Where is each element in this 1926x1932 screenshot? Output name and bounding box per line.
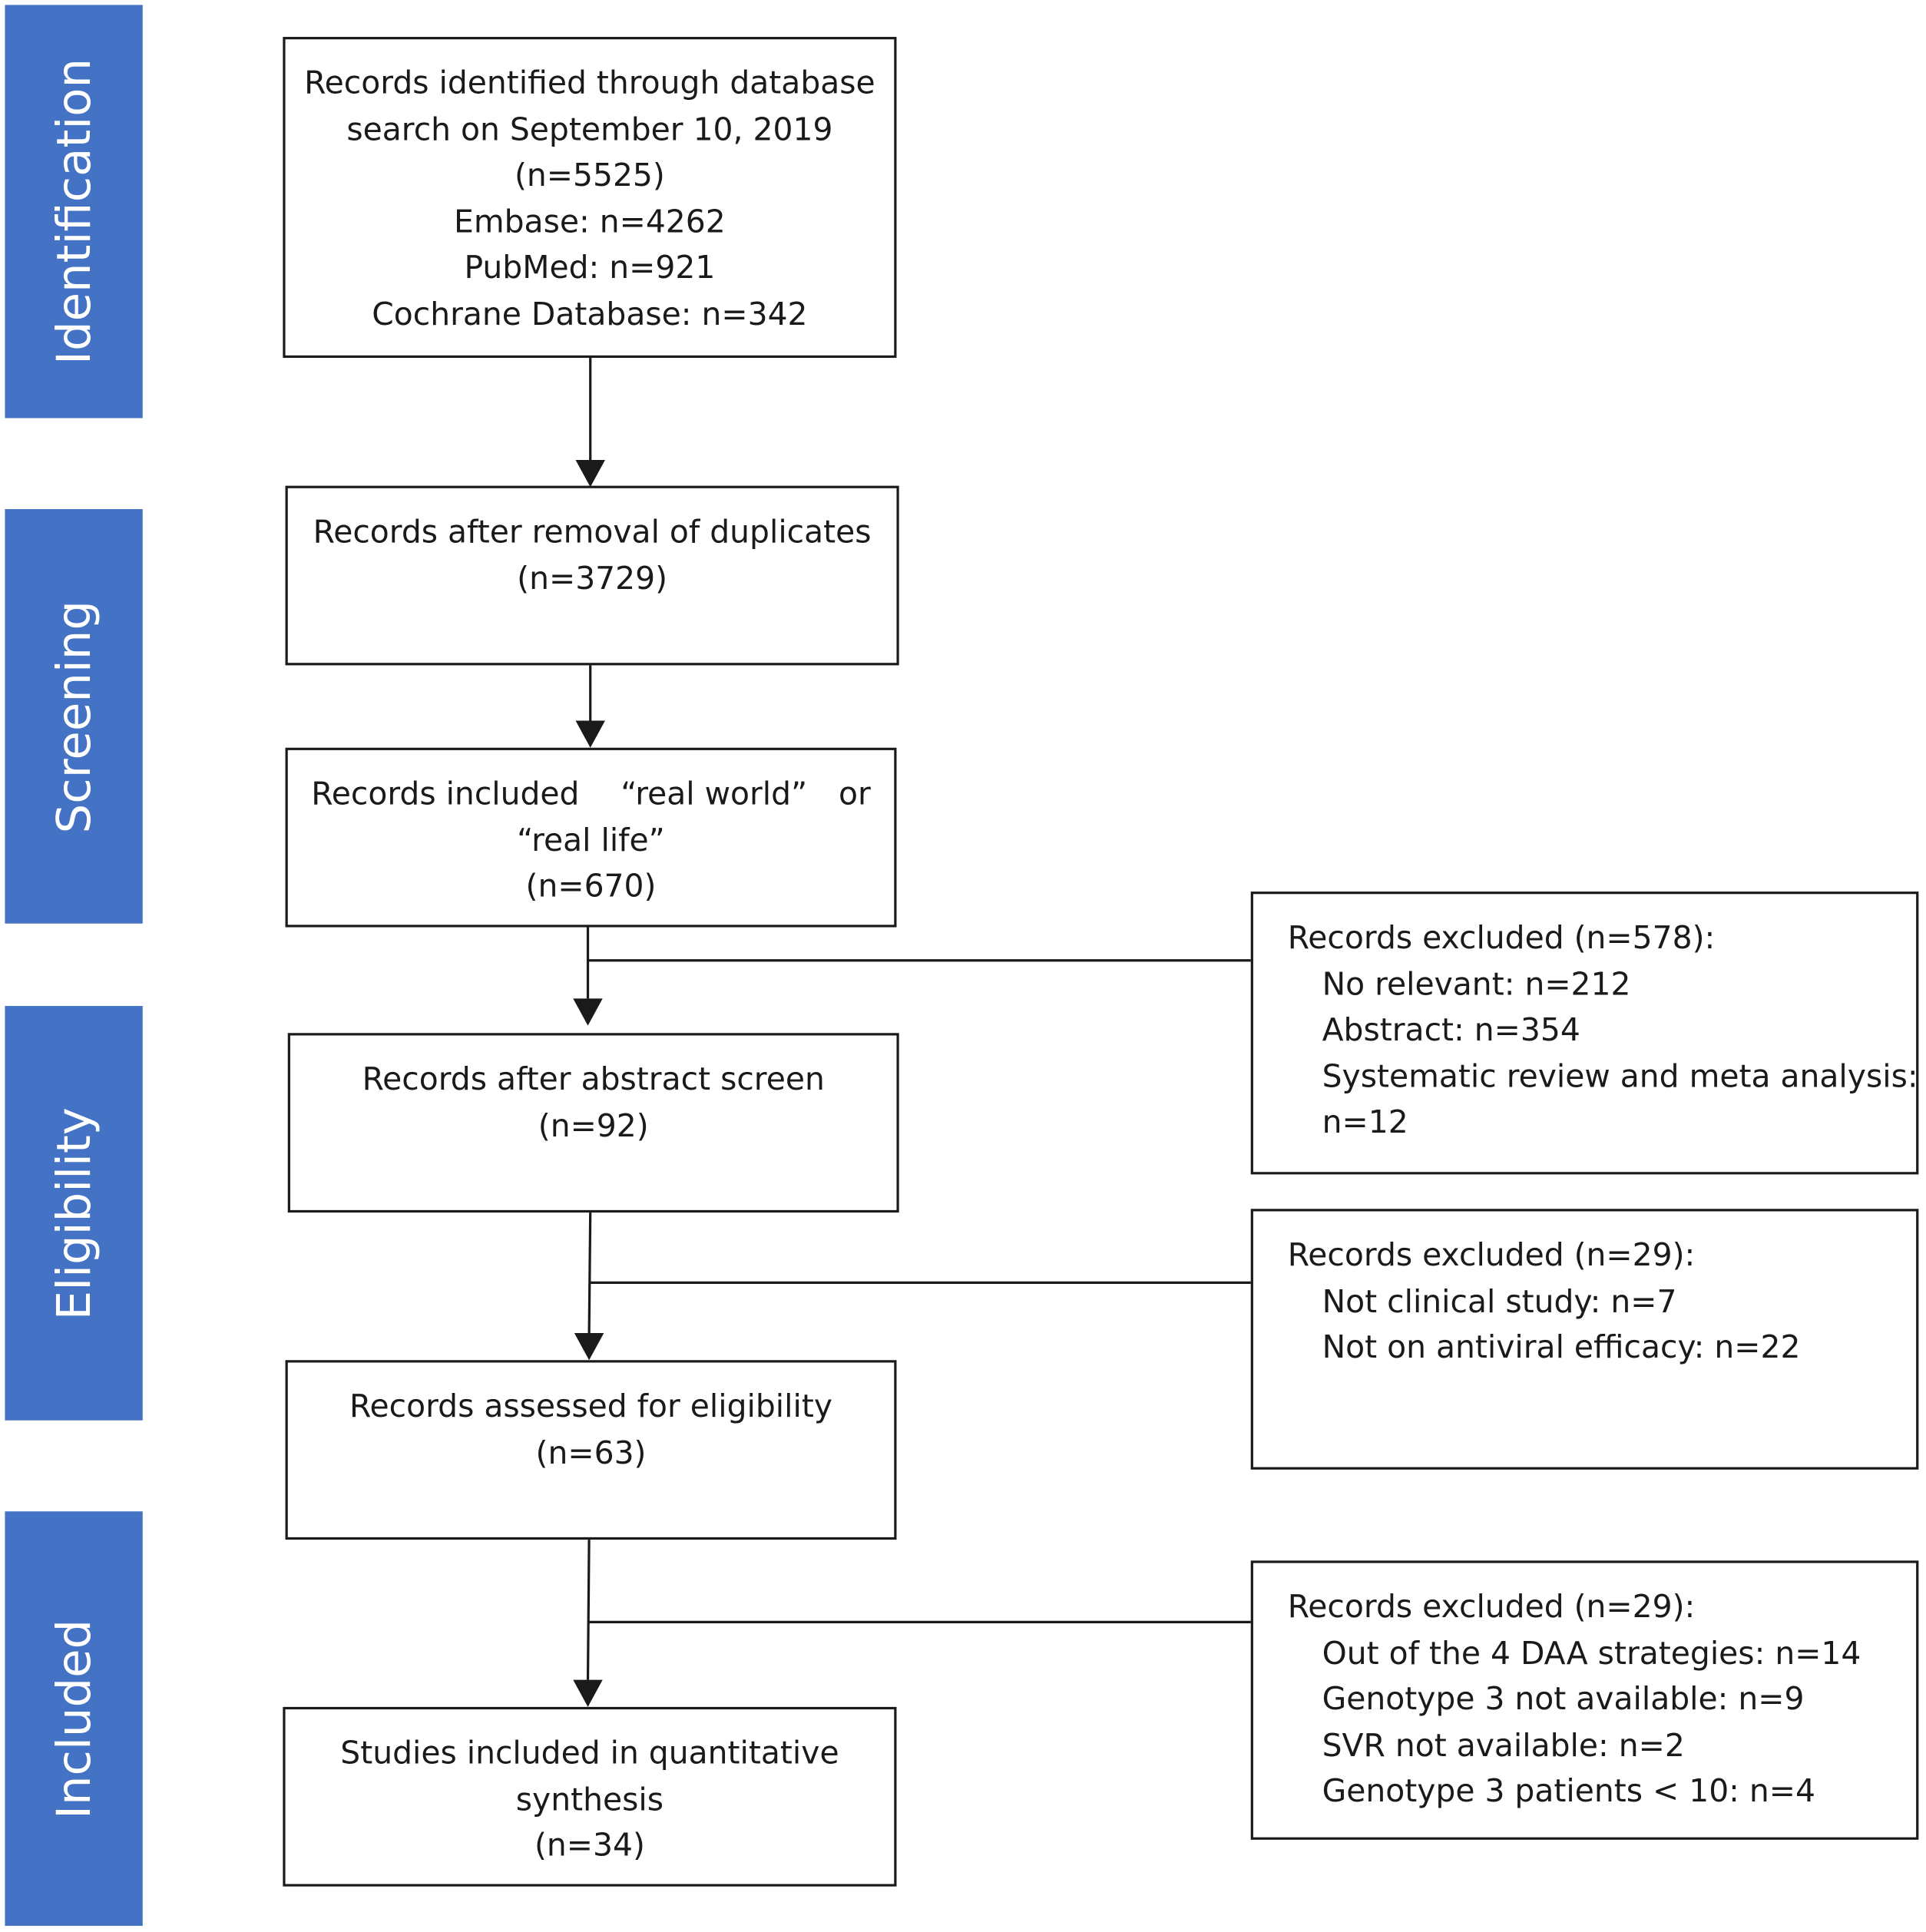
abstract-line-2: (n=92) — [538, 1107, 649, 1145]
excluded-1-item: n=12 — [1322, 1104, 1408, 1142]
included-line-3: (n=34) — [534, 1827, 645, 1864]
excluded-1-item: No relevant: n=212 — [1322, 965, 1631, 1004]
phase-bar-eligibility: Eligibility — [5, 1006, 143, 1421]
included-line-2: synthesis — [515, 1781, 664, 1818]
excluded-3-item: Genotype 3 not available: n=9 — [1322, 1681, 1805, 1719]
arrowhead-to-realworld — [575, 720, 605, 748]
excluded-1-heading: Records excluded (n=578): — [1287, 919, 1716, 957]
phase-bar-included: Included — [5, 1511, 143, 1926]
dedup-line-1: Records after removal of duplicates — [313, 514, 872, 551]
arrowhead-to-assessed — [574, 1333, 604, 1361]
connector-assessed-to-included — [586, 1538, 591, 1680]
box-records-abstract-screen: Records after abstract screen (n=92) — [287, 1033, 899, 1213]
identified-line-1: Records identified through database — [304, 65, 875, 102]
arrowhead-to-abstract — [573, 998, 603, 1026]
box-studies-included: Studies included in quantitative synthes… — [283, 1706, 897, 1887]
identified-line-5: PubMed: n=921 — [464, 250, 716, 287]
excluded-2-item: Not on antiviral efficacy: n=22 — [1322, 1329, 1801, 1367]
assessed-line-1: Records assessed for eligibility — [349, 1388, 833, 1426]
assessed-line-2: (n=63) — [535, 1434, 647, 1472]
excluded-3-heading: Records excluded (n=29): — [1287, 1589, 1696, 1626]
phase-bar-screening: Screening — [5, 509, 143, 924]
excluded-2-item: Not clinical study: n=7 — [1322, 1283, 1677, 1321]
identified-line-3: (n=5525) — [514, 157, 665, 195]
included-line-1: Studies included in quantitative — [340, 1735, 839, 1772]
box-records-assessed: Records assessed for eligibility (n=63) — [285, 1360, 897, 1540]
box-records-excluded-3: Records excluded (n=29): Out of the 4 DA… — [1250, 1560, 1919, 1840]
arrowhead-to-dedup — [575, 459, 605, 488]
excluded-2-heading: Records excluded (n=29): — [1287, 1237, 1696, 1275]
identified-line-6: Cochrane Database: n=342 — [372, 296, 808, 333]
box-records-deduplicated: Records after removal of duplicates (n=3… — [285, 485, 899, 666]
identified-line-2: search on September 10, 2019 — [346, 111, 833, 148]
realworld-line-1: Records included “real world” or — [311, 776, 871, 813]
dedup-line-2: (n=3729) — [517, 560, 668, 597]
box-records-real-world: Records included “real world” or “real l… — [285, 747, 897, 928]
box-records-identified: Records identified through database sear… — [283, 37, 897, 359]
box-records-excluded-2: Records excluded (n=29): Not clinical st… — [1250, 1209, 1919, 1470]
excluded-3-item: SVR not available: n=2 — [1322, 1727, 1685, 1765]
identified-line-4: Embase: n=4262 — [454, 203, 726, 241]
excluded-3-item: Out of the 4 DAA strategies: n=14 — [1322, 1635, 1861, 1672]
excluded-3-item: Genotype 3 patients < 10: n=4 — [1322, 1773, 1816, 1811]
excluded-1-item: Systematic review and meta analysis: — [1322, 1058, 1918, 1096]
realworld-line-3: (n=670) — [525, 868, 657, 905]
arrowhead-to-included — [573, 1679, 603, 1707]
abstract-line-1: Records after abstract screen — [362, 1061, 825, 1099]
phase-bar-identification: Identification — [5, 5, 143, 418]
box-records-excluded-1: Records excluded (n=578): No relevant: n… — [1250, 892, 1919, 1175]
realworld-line-2: “real life” — [517, 822, 665, 859]
connector-abstract-to-assessed — [587, 1211, 592, 1334]
excluded-1-item: Abstract: n=354 — [1322, 1012, 1580, 1050]
